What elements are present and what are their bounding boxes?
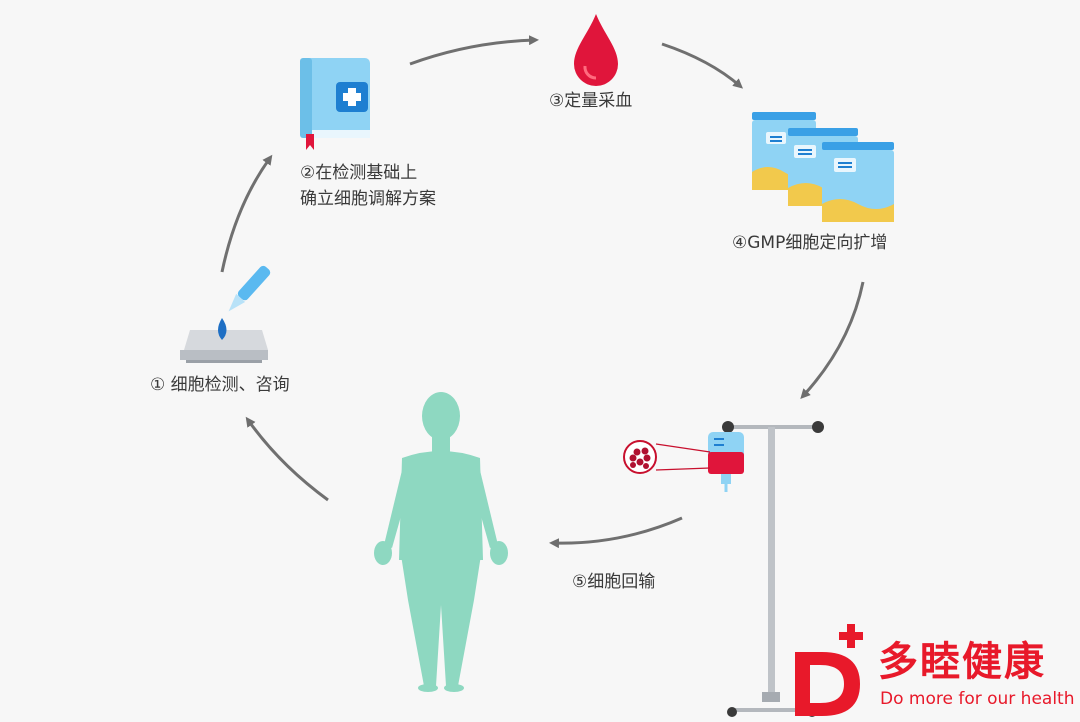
brand-slogan: Do more for our health — [880, 689, 1075, 709]
brand-name: 多睦健康 — [878, 639, 1046, 685]
medical-book-icon — [300, 58, 370, 150]
step1-label: ① 细胞检测、咨询 — [150, 375, 290, 395]
step2-label-line1: ②在检测基础上 — [300, 163, 418, 183]
step5-label: ⑤细胞回输 — [572, 572, 656, 592]
arrow-step2-to-step3 — [409, 35, 539, 66]
iv-drip-stand-icon — [623, 421, 824, 717]
culture-jars-icon — [752, 112, 894, 222]
arrow-step3-to-step4 — [661, 42, 744, 89]
step2-label-line2: 确立细胞调解方案 — [300, 189, 436, 209]
arrow-patient-to-step1 — [245, 416, 329, 502]
arrow-step1-to-step2 — [220, 154, 273, 273]
brand-logo-icon — [795, 624, 863, 716]
blood-drop-icon — [574, 14, 618, 86]
step4-label: ④GMP细胞定向扩增 — [732, 233, 888, 253]
step3-label: ③定量采血 — [549, 91, 633, 111]
human-body-icon — [374, 392, 508, 692]
arrow-step5-to-patient — [549, 516, 683, 549]
test-slide-pipette-icon — [180, 265, 271, 363]
arrow-step4-to-step5 — [800, 281, 865, 399]
